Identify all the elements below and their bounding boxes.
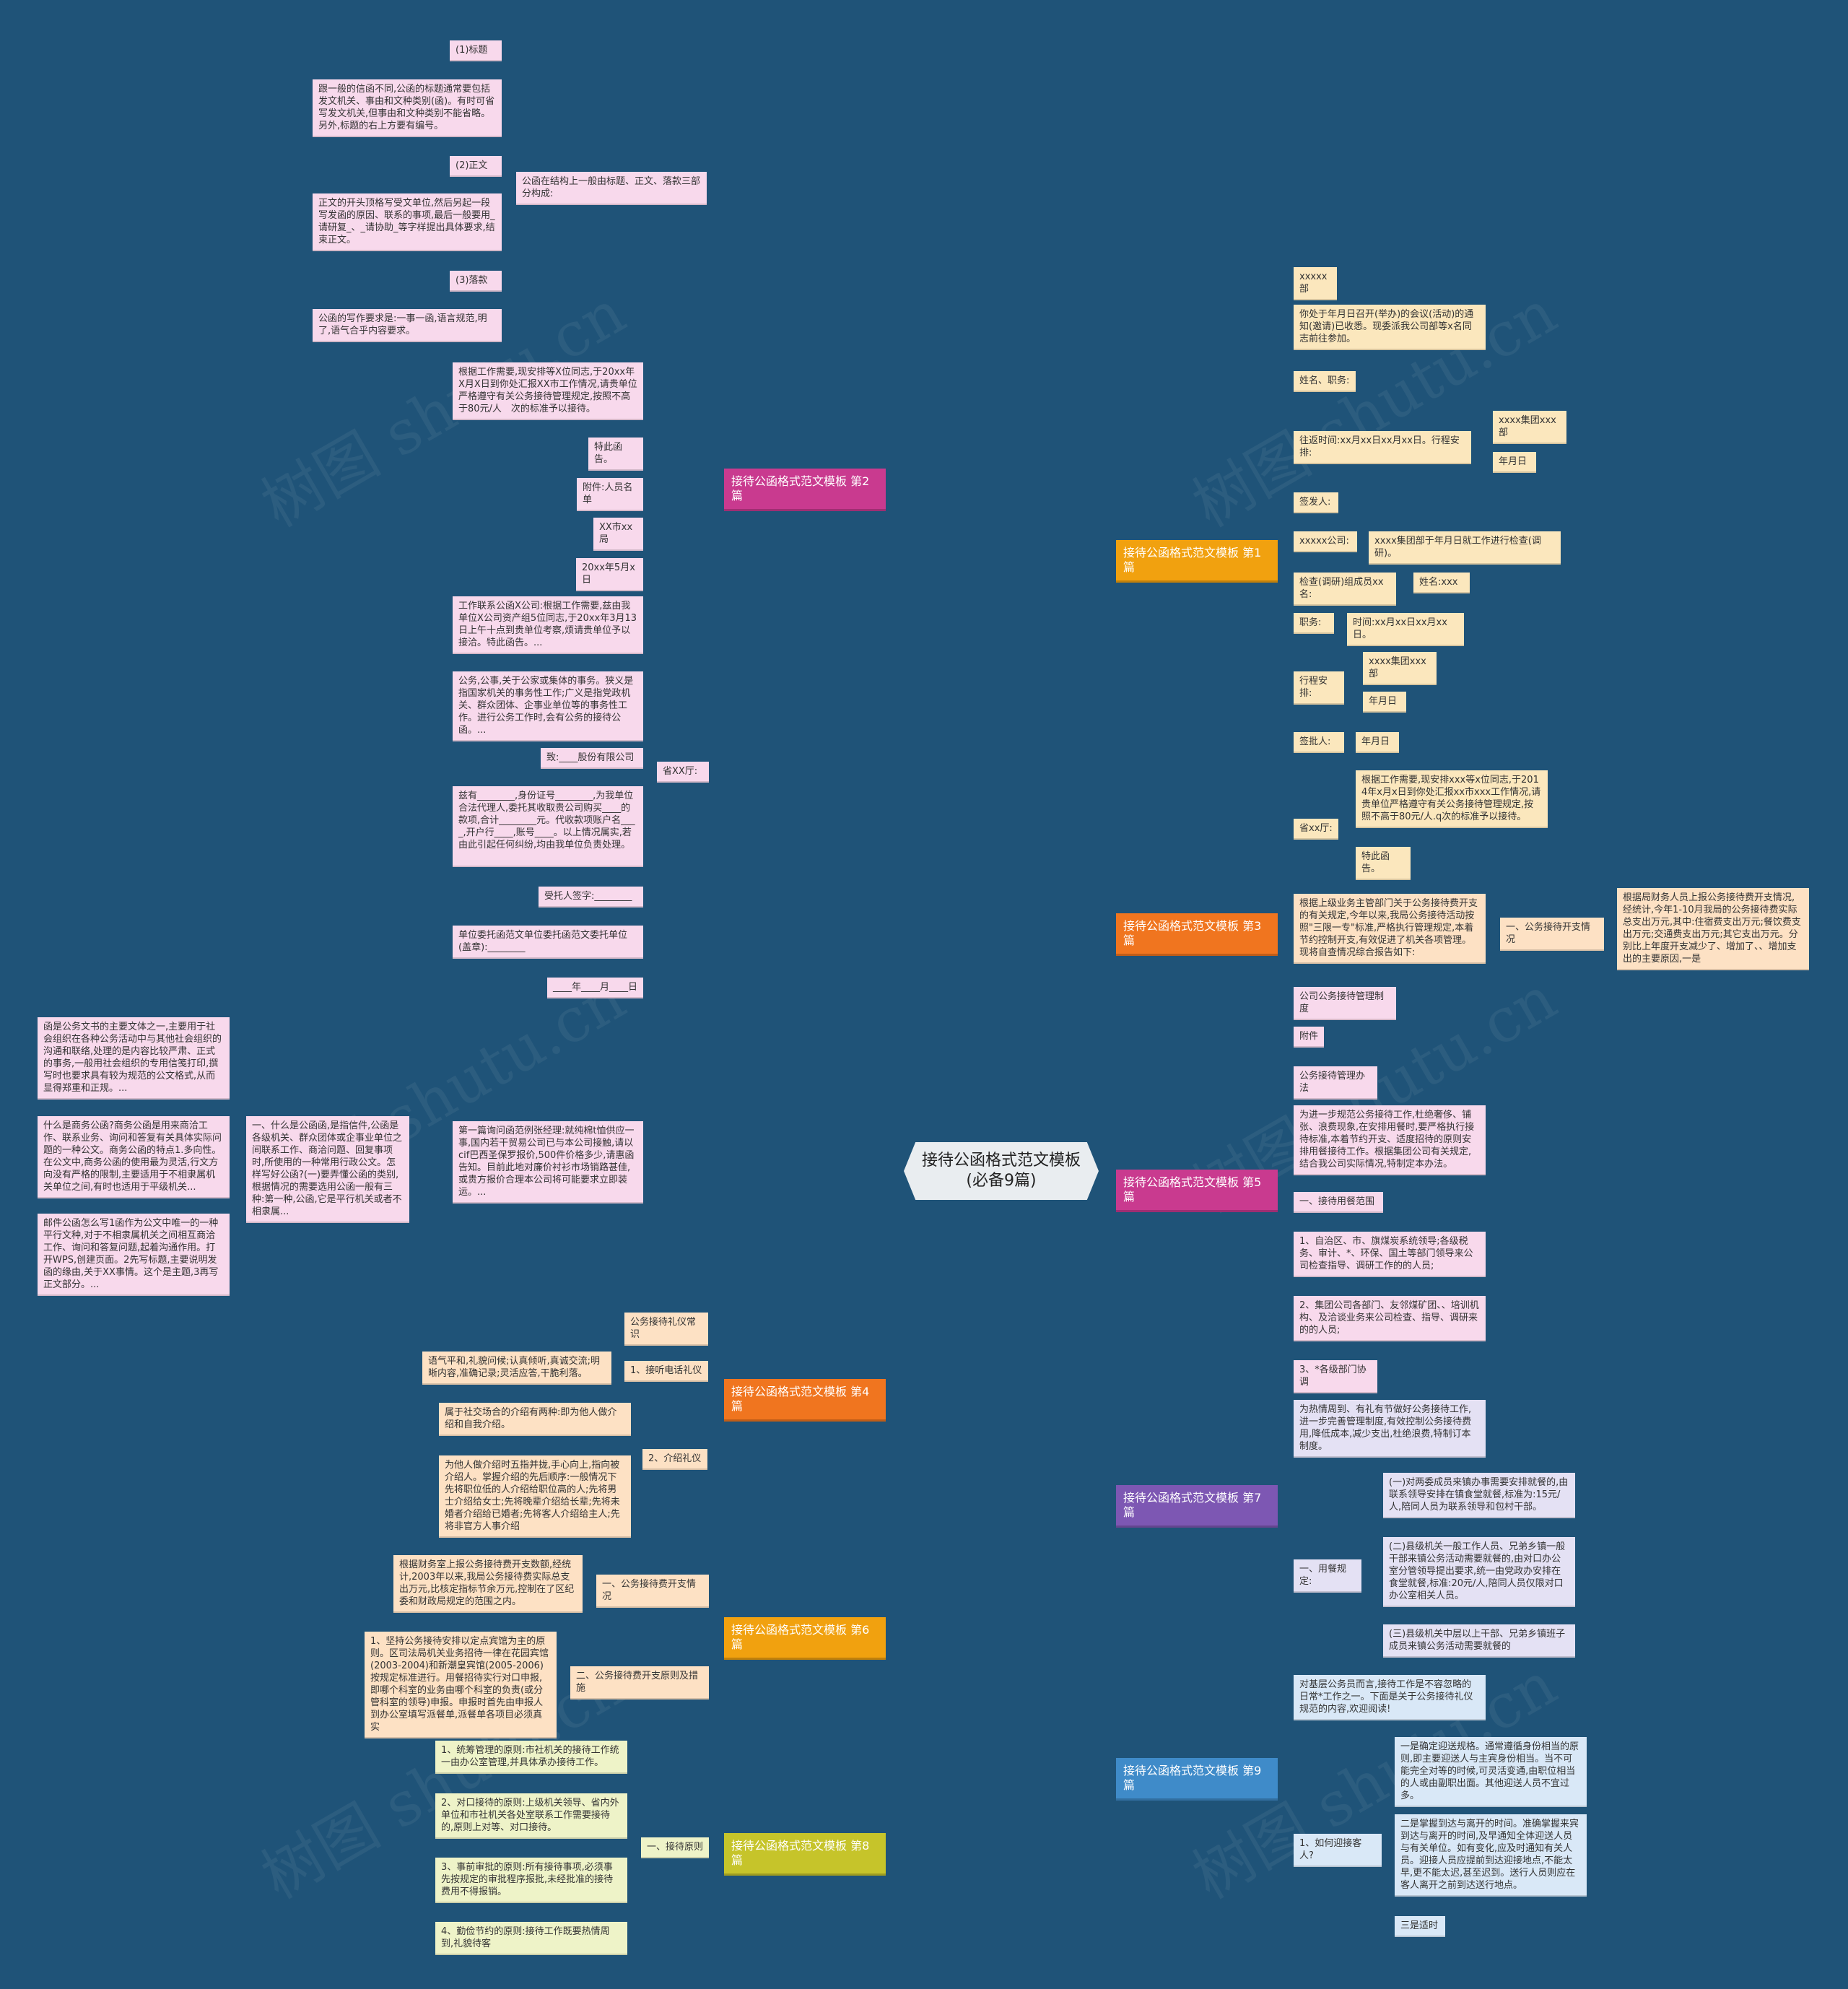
topic-node-b6a: 一、公务接待费开支情况 bbox=[596, 1575, 709, 1608]
topic-node-b8a4: 4、勤俭节约的原则:接待工作既要热情周到,礼貌待客 bbox=[435, 1922, 627, 1955]
topic-node-b8a: 一、接待原则 bbox=[641, 1837, 709, 1858]
topic-node-b6b: 二、公务接待费开支原则及措施 bbox=[570, 1666, 709, 1699]
topic-node-b1f1: xxxx集团部于年月日就工作进行检查(调研)。 bbox=[1369, 531, 1561, 565]
topic-node-b7b1: (一)对两委成员来镇办事需要安排就餐的,由联系领导安排在镇食堂就餐,标准为:15… bbox=[1383, 1473, 1575, 1518]
topic-node-b2a2t: 正文的开头顶格写受文单位,然后另起一段写发函的原因、联系的事项,最后一般要用_请… bbox=[313, 193, 502, 251]
topic-node-b9b2: 二是掌握到达与离开的时间。准确掌握来宾到达与离开的时间,及早通知全体迎送人员与有… bbox=[1395, 1814, 1587, 1897]
topic-node-b2b8: 致:____股份有限公司 bbox=[541, 748, 643, 769]
topic-node-b2c: 一、什么是公函函,是指信件,公函是各级机关、群众团体或企事业单位之间联系工作、商… bbox=[246, 1116, 409, 1223]
root-topic: 接待公函格式范文模板(必备9篇) bbox=[904, 1142, 1099, 1200]
topic-node-b1g1: 姓名:xxx bbox=[1413, 573, 1470, 593]
topic-node-b2c1: 函是公务文书的主要文体之一,主要用于社会组织在各种公务活动中与其他社会组织的沟通… bbox=[38, 1017, 230, 1100]
branch-topic-b2: 接待公函格式范文模板 第2篇 bbox=[724, 469, 886, 511]
topic-node-b1f: xxxxx公司: bbox=[1294, 531, 1357, 552]
topic-node-b8a2: 2、对口接待的原则:上级机关领导、省内外单位和市社机关各处室联系工作需要接待的,… bbox=[435, 1793, 627, 1839]
topic-node-b4b1: 语气平和,礼貌问候;认真倾听,真诚交流;明晰内容,准确记录;灵活应答,干脆利落。 bbox=[422, 1352, 611, 1385]
topic-node-b1c: 姓名、职务: bbox=[1294, 371, 1356, 392]
topic-node-b4b: 1、接听电话礼仪 bbox=[624, 1361, 708, 1382]
topic-node-b1a: xxxxx部 bbox=[1294, 267, 1337, 300]
topic-node-b4a: 公务接待礼仪常识 bbox=[624, 1313, 708, 1346]
topic-node-b1i1: xxxx集团xxx部 bbox=[1363, 652, 1437, 685]
topic-node-b1d1: xxxx集团xxx部 bbox=[1493, 411, 1566, 444]
topic-node-b5a: 公司公务接待管理制度 bbox=[1294, 987, 1396, 1020]
branch-topic-b1: 接待公函格式范文模板 第1篇 bbox=[1116, 540, 1278, 583]
topic-node-b9b1: 一是确定迎送规格。通常遵循身份相当的原则,即主要迎送人与主宾身份相当。当不可能完… bbox=[1395, 1737, 1587, 1807]
topic-node-b1k1: 根据工作需要,现安排xxx等x位同志,于2014年x月x日到你处汇报xx市xxx… bbox=[1356, 770, 1548, 828]
topic-node-b1h: 职务: bbox=[1294, 613, 1334, 634]
topic-node-b1b: 你处于年月日召开(举办)的会议(活动)的通知(邀请)已收悉。现委派我公司部等x名… bbox=[1294, 305, 1486, 350]
branch-topic-b8: 接待公函格式范文模板 第8篇 bbox=[724, 1833, 886, 1876]
topic-node-b5e: 一、接待用餐范围 bbox=[1294, 1192, 1383, 1213]
topic-node-b2b: 省XX厅: bbox=[657, 762, 709, 783]
topic-node-b7b: 一、用餐规定: bbox=[1294, 1559, 1361, 1593]
branch-topic-b4: 接待公函格式范文模板 第4篇 bbox=[724, 1379, 886, 1422]
topic-node-b5b: 附件 bbox=[1294, 1027, 1324, 1048]
branch-topic-b3: 接待公函格式范文模板 第3篇 bbox=[1116, 913, 1278, 956]
topic-node-b2b10: 受托人签字:________ bbox=[539, 887, 643, 908]
topic-node-b2b5: 20xx年5月x日 bbox=[576, 558, 643, 591]
topic-node-b8a3: 3、事前审批的原则:所有接待事项,必须事先按规定的审批程序报批,未经批准的接待费… bbox=[435, 1858, 627, 1903]
topic-node-b2b2: 特此函告。 bbox=[588, 438, 643, 471]
topic-node-b1k2: 特此函告。 bbox=[1356, 847, 1411, 880]
topic-node-b2b12: ____年____月____日 bbox=[547, 978, 643, 998]
topic-node-b2a: 公函在结构上一般由标题、正文、落款三部分构成: bbox=[516, 172, 707, 205]
topic-node-b9b: 1、如何迎接客人? bbox=[1294, 1834, 1382, 1867]
topic-node-b3b: 一、公务接待开支情况 bbox=[1500, 918, 1604, 951]
topic-node-b2b1: 根据工作需要,现安排等X位同志,于20xx年X月X日到你处汇报XX市工作情况,请… bbox=[453, 362, 643, 420]
topic-node-b6b1: 1、坚持公务接待安排以定点宾馆为主的原则。区司法局机关业务招待一律在花园宾馆(2… bbox=[365, 1632, 557, 1738]
topic-node-b3a: 根据上级业务主管部门关于公务接待费开支的有关规定,今年以来,我局公务接待活动按照… bbox=[1294, 894, 1486, 964]
topic-node-b5c: 公务接待管理办法 bbox=[1294, 1066, 1377, 1100]
topic-node-b1e: 签发人: bbox=[1294, 492, 1338, 513]
topic-node-b2b7: 公务,公事,关于公家或集体的事务。狭义是指国家机关的事务性工作;广义是指党政机关… bbox=[453, 671, 643, 741]
topic-node-b5d: 为进一步规范公务接待工作,杜绝奢侈、铺张、浪费现象,在安排用餐时,要严格执行接待… bbox=[1294, 1105, 1486, 1175]
topic-node-b1k: 省xx厅: bbox=[1294, 819, 1338, 840]
topic-node-b5h: 3、*各级部门协调 bbox=[1294, 1360, 1377, 1393]
topic-node-b9a: 对基层公务员而言,接待工作是不容忽略的日常*工作之一。下面是关于公务接待礼仪规范… bbox=[1294, 1675, 1486, 1720]
topic-node-b1d2: 年月日 bbox=[1493, 452, 1536, 473]
topic-node-b7b3: (三)县级机关中层以上干部、兄弟乡镇班子成员来镇公务活动需要就餐的 bbox=[1383, 1624, 1575, 1658]
topic-node-b1i: 行程安排: bbox=[1294, 671, 1344, 705]
topic-node-b1h1: 时间:xx月xx日xx月xx日。 bbox=[1347, 613, 1464, 646]
topic-node-b2b9: 兹有________,身份证号________,为我单位合法代理人,委托其收取贵… bbox=[453, 786, 643, 867]
topic-node-b2a3: (3)落款 bbox=[450, 271, 502, 292]
topic-node-b6a1: 根据财务室上报公务接待费开支数额,经统计,2003年以来,我局公务接待费实际总支… bbox=[393, 1555, 583, 1613]
topic-node-b8a1: 1、统筹管理的原则:市社机关的接待工作统一由办公室管理,并具体承办接待工作。 bbox=[435, 1741, 627, 1774]
topic-node-b4c1: 属于社交场合的介绍有两种:即为他人做介绍和自我介绍。 bbox=[439, 1403, 631, 1436]
topic-node-b1j1: 年月日 bbox=[1356, 732, 1399, 753]
branch-topic-b5: 接待公函格式范文模板 第5篇 bbox=[1116, 1170, 1278, 1212]
topic-node-b2c3: 邮件公函怎么写1函作为公文中唯一的一种平行文种,对于不相隶属机关之间相互商洽工作… bbox=[38, 1214, 230, 1296]
topic-node-b1g: 检查(调研)组成员xx名: bbox=[1294, 573, 1396, 606]
topic-node-b7b2: (二)县级机关一般工作人员、兄弟乡镇一般干部来镇公务活动需要就餐的,由对口办公室… bbox=[1383, 1537, 1575, 1607]
topic-node-b4c2: 为他人做介绍时五指并拢,手心向上,指向被介绍人。掌握介绍的先后顺序:一般情况下先… bbox=[439, 1455, 631, 1538]
branch-topic-b7: 接待公函格式范文模板 第7篇 bbox=[1116, 1485, 1278, 1528]
topic-node-b2b4: XX市xx局 bbox=[593, 518, 643, 551]
topic-node-b9b3: 三是适时 bbox=[1395, 1916, 1445, 1937]
topic-node-b2c2: 什么是商务公函?商务公函是用来商洽工作、联系业务、询问和答复有关具体实际问题的一… bbox=[38, 1116, 230, 1198]
topic-node-b2a2: (2)正文 bbox=[450, 156, 502, 177]
topic-node-b2b6: 工作联系公函X公司:根据工作需要,兹由我单位X公司资产组5位同志,于20xx年3… bbox=[453, 596, 643, 654]
topic-node-b2b13: 第一篇询问函范例张经理:就纯棉t恤供应一事,国内若干贸易公司已与本公司接触,请以… bbox=[453, 1121, 643, 1204]
branch-topic-b9: 接待公函格式范文模板 第9篇 bbox=[1116, 1758, 1278, 1801]
topic-node-b2a1t: 跟一般的信函不同,公函的标题通常要包括发文机关、事由和文种类别(函)。有时可省写… bbox=[313, 79, 502, 137]
topic-node-b1i2: 年月日 bbox=[1363, 692, 1406, 713]
topic-node-b4c: 2、介绍礼仪 bbox=[642, 1449, 707, 1470]
topic-node-b7a: 为热情周到、有礼有节做好公务接待工作,进一步完善管理制度,有效控制公务接待费用,… bbox=[1294, 1400, 1486, 1458]
branch-topic-b6: 接待公函格式范文模板 第6篇 bbox=[724, 1617, 886, 1660]
topic-node-b5g: 2、集团公司各部门、友邻煤矿团、、培训机构、及洽谈业务来公司检查、指导、调研来的… bbox=[1294, 1296, 1486, 1341]
topic-node-b2a1: (1)标题 bbox=[450, 40, 502, 61]
topic-node-b2a3t: 公函的写作要求是:一事一函,语言规范,明了,语气合乎内容要求。 bbox=[313, 309, 502, 342]
topic-node-b3b1: 根据局财务人员上报公务接待费开支情况,经统计,今年1-10月我局的公务接待费实际… bbox=[1617, 888, 1809, 970]
topic-node-b5f: 1、自治区、市、旗煤炭系统领导;各级税务、审计、*、环保、国土等部门领导来公司检… bbox=[1294, 1232, 1486, 1277]
topic-node-b1d: 往返时间:xx月xx日xx月xx日。行程安排: bbox=[1294, 431, 1471, 464]
topic-node-b2b11: 单位委托函范文单位委托函范文委托单位(盖章):________ bbox=[453, 926, 643, 959]
topic-node-b2b3: 附件:人员名单 bbox=[577, 478, 643, 511]
topic-node-b1j: 签批人: bbox=[1294, 732, 1344, 753]
